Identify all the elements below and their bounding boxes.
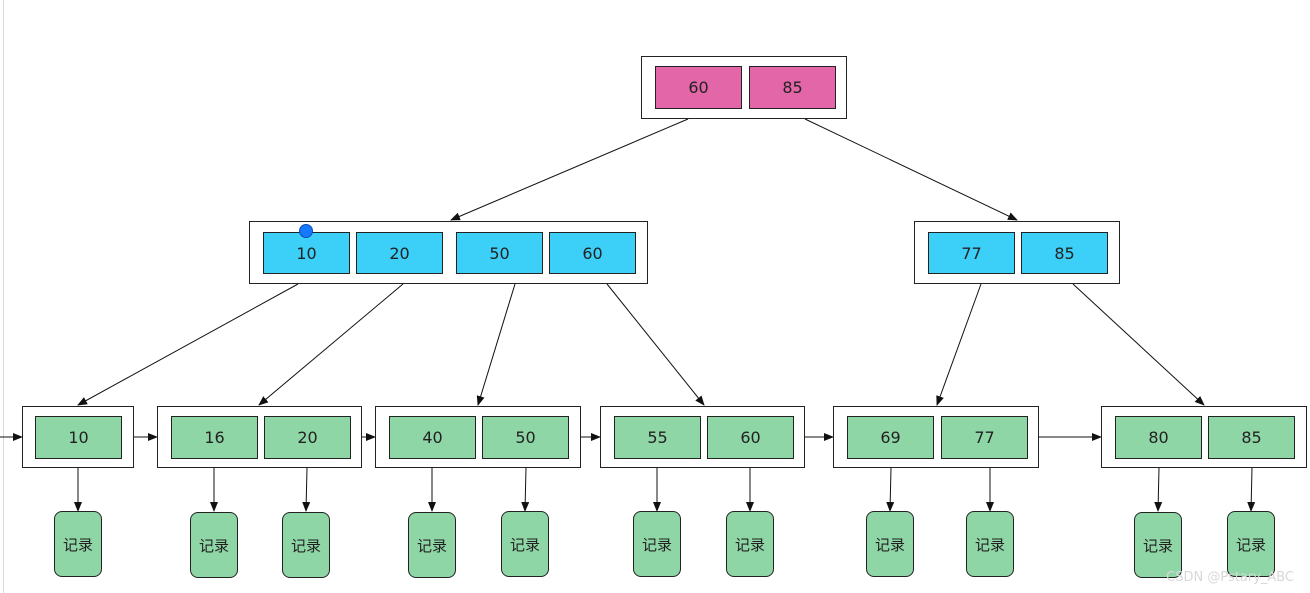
canvas-left-edge — [3, 0, 4, 593]
tree-edge-arrow — [450, 118, 689, 221]
record-pointer-arrow — [302, 467, 311, 512]
record-block[interactable]: 记录 — [1227, 511, 1275, 577]
leaf-key[interactable]: 40 — [389, 416, 476, 459]
internal-key[interactable]: 10 — [263, 232, 350, 274]
leaf-key[interactable]: 80 — [1115, 416, 1202, 459]
record-block[interactable]: 记录 — [190, 512, 238, 578]
root-key[interactable]: 85 — [749, 66, 836, 109]
record-block[interactable]: 记录 — [966, 511, 1014, 577]
record-pointer-arrow — [1247, 467, 1256, 512]
internal-key[interactable]: 50 — [456, 232, 543, 274]
leaf-key[interactable]: 10 — [35, 416, 122, 459]
tree-edge-arrow — [476, 283, 516, 406]
tree-edge-arrow — [936, 283, 982, 406]
internal-key[interactable]: 20 — [356, 232, 443, 274]
record-block[interactable]: 记录 — [282, 512, 330, 578]
record-block[interactable]: 记录 — [726, 511, 774, 577]
leaf-key[interactable]: 16 — [171, 416, 258, 459]
watermark: CSDN @Pstary_ABC — [1166, 570, 1294, 585]
selection-handle[interactable] — [299, 224, 313, 238]
internal-key[interactable]: 77 — [928, 232, 1015, 274]
leaf-key[interactable]: 20 — [264, 416, 351, 459]
record-pointer-arrow — [886, 467, 895, 512]
record-pointer-arrow — [521, 467, 530, 512]
leaf-key[interactable]: 55 — [614, 416, 701, 459]
tree-edge-arrow — [258, 283, 404, 406]
tree-edge-arrow — [606, 283, 705, 406]
leaf-key[interactable]: 77 — [941, 416, 1028, 459]
record-block[interactable]: 记录 — [866, 511, 914, 577]
tree-edge-arrow — [804, 118, 1018, 221]
record-block[interactable]: 记录 — [54, 511, 102, 577]
record-block[interactable]: 记录 — [1134, 512, 1182, 578]
record-block[interactable]: 记录 — [408, 512, 456, 578]
internal-key[interactable]: 60 — [549, 232, 636, 274]
record-pointer-arrow — [1154, 467, 1163, 512]
leaf-key[interactable]: 69 — [847, 416, 934, 459]
leaf-key[interactable]: 50 — [482, 416, 569, 459]
record-block[interactable]: 记录 — [633, 511, 681, 577]
root-key[interactable]: 60 — [655, 66, 742, 109]
internal-key[interactable]: 85 — [1021, 232, 1108, 274]
tree-edge-arrow — [77, 283, 299, 406]
leaf-key[interactable]: 60 — [707, 416, 794, 459]
record-block[interactable]: 记录 — [501, 511, 549, 577]
tree-edge-arrow — [1072, 283, 1205, 406]
leaf-key[interactable]: 85 — [1208, 416, 1295, 459]
